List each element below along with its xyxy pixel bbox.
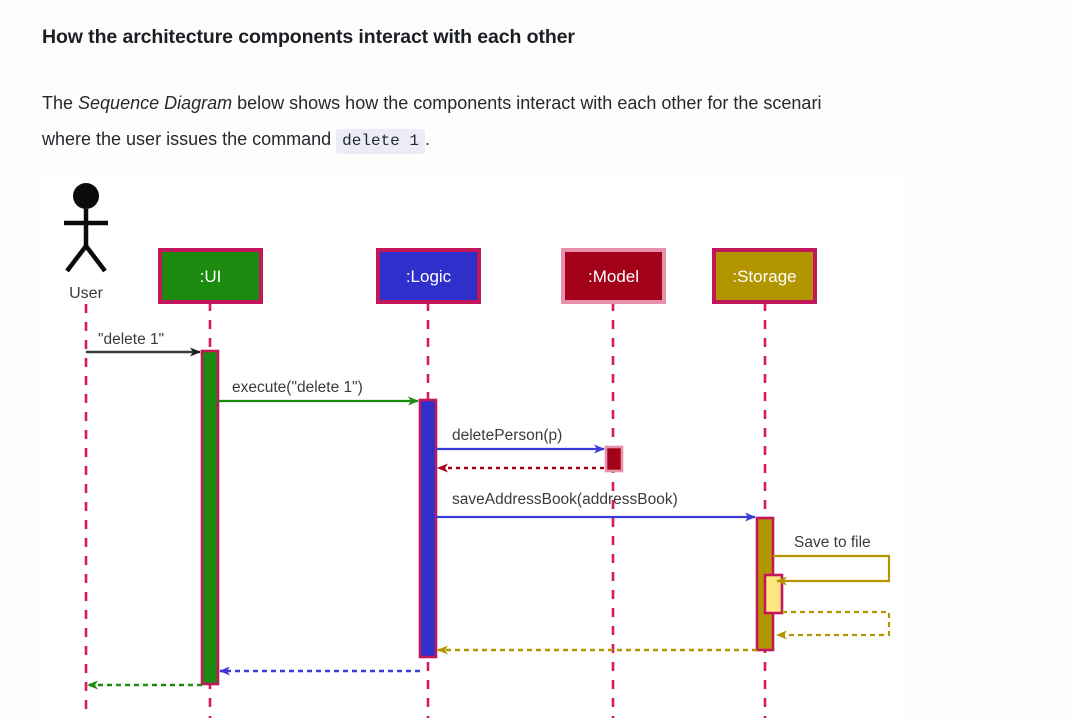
activation-bar-logic [418,398,438,659]
activation-bar-model [604,445,624,473]
participant-model[interactable]: :Model [561,248,666,304]
message-save-to-file-label: Save to file [794,534,871,551]
activation-bar-ui [200,349,220,686]
participant-logic[interactable]: :Logic [376,248,481,304]
participant-logic-label: :Logic [406,267,452,286]
message-delete-1-label: "delete 1" [98,331,164,348]
message-save-address-book-label: saveAddressBook(addressBook) [452,491,678,508]
actor-user-label: User [69,285,103,302]
participant-model-label: :Model [588,267,639,286]
paragraph-text-3: where the user issues the command [42,129,337,149]
participant-storage[interactable]: :Storage [712,248,817,304]
participant-ui[interactable]: :UI [158,248,263,304]
paragraph-text-4: . [424,129,430,149]
paragraph-text-1: The [42,93,79,113]
message-storage-self-return [776,610,891,640]
message-save-to-file: Save to file [773,534,891,586]
actor-user: User [64,183,108,302]
message-execute: execute("delete 1") [218,379,419,406]
command-code-span: delete 1 [336,129,425,154]
paragraph-emphasis: Sequence Diagram [78,93,233,113]
participant-ui-label: :UI [200,267,222,286]
page-title: How the architecture components interact… [42,26,575,48]
sequence-diagram-canvas: User :UI :Logic :Model [42,172,906,718]
message-delete-person-label: deletePerson(p) [452,427,562,444]
message-save-address-book: saveAddressBook(addressBook) [436,491,756,522]
intro-paragraph: The Sequence Diagram below shows how the… [42,85,1072,159]
message-execute-label: execute("delete 1") [232,379,363,396]
paragraph-text-2: below shows how the components interact … [232,93,822,113]
message-delete-person: deletePerson(p) [436,427,605,454]
message-delete-1: "delete 1" [86,331,201,357]
participant-storage-label: :Storage [732,267,796,286]
